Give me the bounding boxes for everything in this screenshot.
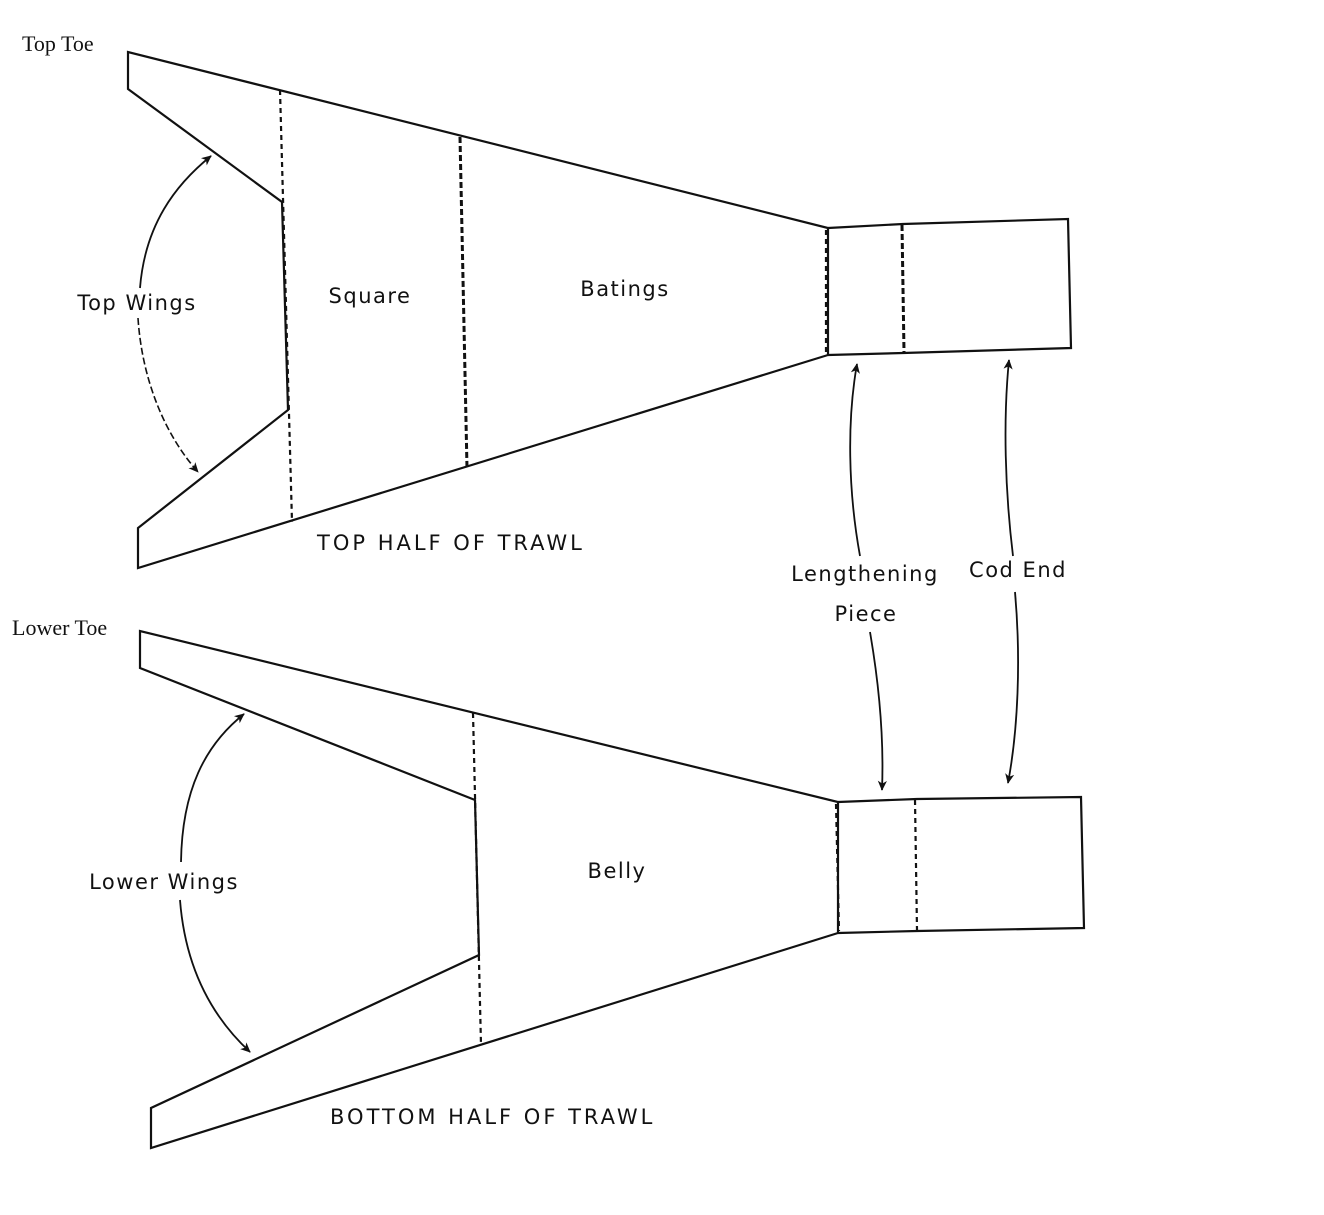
cod-end-arrow-upper	[1003, 359, 1014, 557]
lengthening-piece-arrow-upper	[849, 363, 861, 557]
bottom-belly-lengthening-seam	[834, 803, 841, 932]
top-square-batings-seam	[458, 136, 469, 469]
bottom-wing-belly-seam	[471, 712, 483, 1046]
top-wing-square-seam	[278, 89, 294, 523]
lengthening-piece-label-line1: Lengthening	[791, 562, 939, 586]
bottom-cod-end-outline	[837, 795, 1086, 935]
lower-wings-arrow-lower	[179, 899, 251, 1053]
bottom-lengthening-codend-seam	[913, 799, 919, 931]
top-half-caption: TOP HALF OF TRAWL	[316, 531, 585, 555]
lower-toe-label: Lower Toe	[12, 615, 107, 640]
top-half-outline	[126, 50, 830, 570]
top-lengthening-codend-seam	[900, 224, 906, 353]
top-cod-end-outline	[827, 217, 1073, 357]
lower-wings-label: Lower Wings	[89, 870, 239, 894]
bottom-half-caption: BOTTOM HALF OF TRAWL	[330, 1105, 655, 1129]
top-toe-label: Top Toe	[22, 31, 94, 56]
cod-end-label: Cod End	[969, 558, 1067, 582]
bottom-half-outline	[138, 629, 840, 1150]
batings-label: Batings	[580, 277, 669, 301]
top-wings-label: Top Wings	[76, 291, 196, 315]
top-half-panel	[126, 50, 1073, 570]
bottom-half-panel	[138, 629, 1086, 1150]
cod-end-arrow-lower	[1005, 591, 1019, 784]
top-wings-arrow-lower	[137, 317, 199, 473]
lengthening-piece-arrow-lower	[869, 631, 887, 791]
square-label: Square	[329, 284, 412, 308]
top-wings-arrow-upper	[139, 155, 212, 289]
lengthening-piece-label-line2: Piece	[835, 602, 898, 626]
lower-wings-arrow-upper	[180, 713, 245, 863]
belly-label: Belly	[588, 859, 647, 883]
